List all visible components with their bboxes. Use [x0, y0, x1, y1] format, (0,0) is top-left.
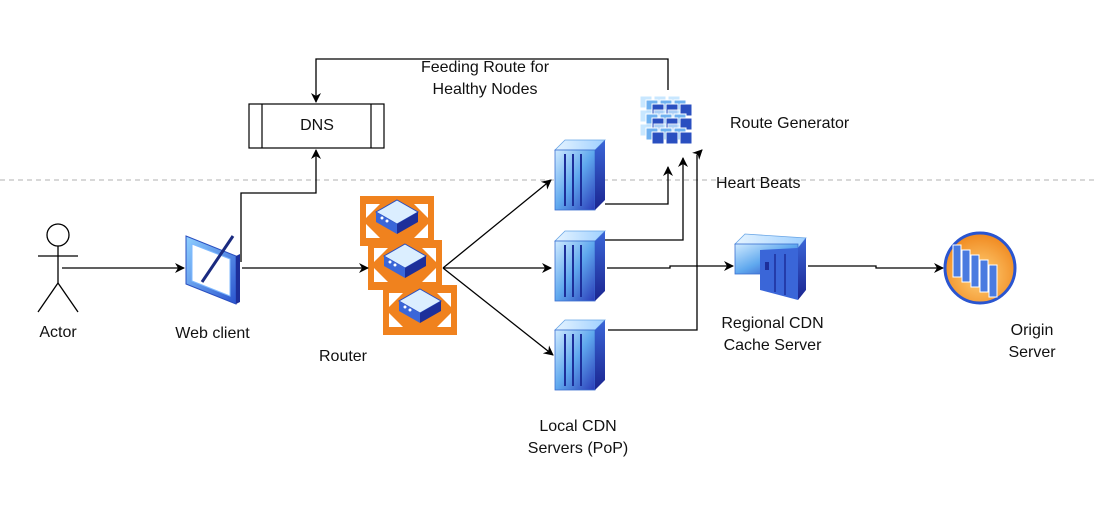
origin-rack: [979, 259, 989, 293]
local-cdn-server-top: [554, 139, 606, 211]
heart-beats-label: Heart Beats: [716, 175, 801, 192]
local-cdn-server-middle: [554, 230, 606, 302]
regional-cdn-label-line1: Regional CDN: [721, 315, 824, 332]
local-cdn-server-bottom: [554, 319, 606, 391]
origin-label-line2: Server: [1008, 344, 1056, 361]
local-cdn-label-line1: Local CDN: [539, 418, 617, 435]
route-generator-cube: [679, 131, 693, 145]
origin-rack: [988, 264, 998, 298]
local-cdn-label-line2: Servers (PoP): [527, 440, 629, 457]
actor-icon: [37, 223, 79, 313]
actor-label: Actor: [39, 324, 77, 341]
web-client-label: Web client: [175, 325, 250, 342]
origin-rack: [961, 249, 971, 283]
regional-cache-icon: [734, 233, 807, 300]
router-icon: [359, 195, 458, 336]
regional-cdn-label-line2: Cache Server: [723, 337, 822, 354]
route-generator-icon: [639, 95, 693, 145]
feeding-route-label-line1: Feeding Route for: [420, 59, 550, 76]
router-label: Router: [318, 348, 368, 365]
dns-box: [248, 103, 385, 149]
feeding-route-label-line2: Healthy Nodes: [432, 81, 538, 98]
origin-rack: [970, 254, 980, 288]
route-generator-label: Route Generator: [730, 115, 850, 132]
route-generator-cube: [665, 131, 679, 145]
route-generator-cube: [651, 131, 665, 145]
origin-rack: [952, 244, 962, 278]
web-client-icon: [185, 235, 240, 305]
connectors: [62, 58, 944, 356]
origin-server-icon: [943, 231, 1017, 305]
origin-label-line1: Origin: [1010, 322, 1054, 339]
dns-label: DNS: [300, 117, 334, 134]
